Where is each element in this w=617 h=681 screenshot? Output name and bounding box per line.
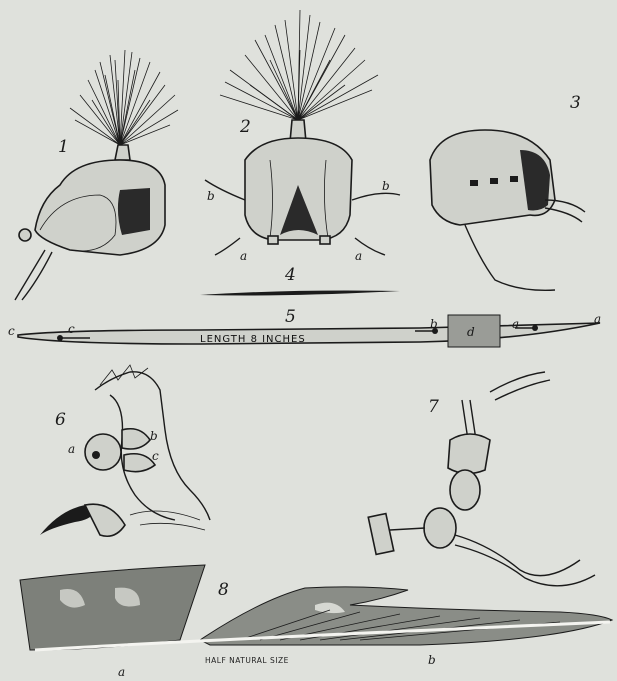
letter-label: b (382, 179, 390, 193)
letter-label: a (594, 312, 601, 326)
letter-label: a (240, 249, 247, 263)
figure-number: 4 (284, 265, 296, 285)
letter-label: b (430, 317, 438, 331)
letter-label: c (68, 322, 75, 336)
feather-vane (20, 565, 205, 650)
figure-number: 8 (218, 580, 229, 600)
figure-number: 3 (570, 93, 581, 113)
swivel-ring-icon (450, 470, 480, 510)
figure-7-swivel: 7 (368, 372, 595, 586)
letter-label: a (68, 442, 75, 456)
letter-label: d (467, 325, 475, 339)
size-caption: HALF NATURAL SIZE (205, 656, 289, 665)
figure-2-hood-front: 2 b b a a (205, 10, 400, 263)
letter-label: b (207, 189, 215, 203)
figure-number: 1 (58, 137, 69, 157)
length-caption: LENGTH 8 INCHES (200, 334, 306, 345)
letter-label: b (428, 653, 436, 667)
figure-1-hood-side: 1 (15, 50, 178, 300)
figure-6-leg-bell: 6 a b c (40, 365, 210, 536)
letter-label: a (355, 249, 362, 263)
figure-number: 2 (239, 117, 251, 137)
feather-vane (200, 587, 612, 645)
eye-opening (118, 188, 150, 235)
letter-label: c (152, 449, 159, 463)
plume-icon (70, 50, 178, 145)
figure-number: 7 (428, 397, 439, 417)
letter-label: a (118, 665, 125, 679)
figure-number: 5 (285, 307, 296, 327)
figure-5-stick: LENGTH 8 INCHES 5 c c b d a a (8, 307, 601, 347)
plume-icon (220, 10, 378, 120)
figure-3-hood-frame: 3 (430, 93, 585, 290)
figure-4-needle: 4 (200, 265, 400, 296)
figure-8-feather: 8 HALF NATURAL SIZE a b (20, 565, 612, 679)
letter-label: c (8, 324, 15, 338)
letter-label: b (150, 429, 158, 443)
figure-number: 6 (55, 410, 66, 430)
bell-icon (85, 434, 121, 470)
letter-label: a (512, 317, 519, 331)
